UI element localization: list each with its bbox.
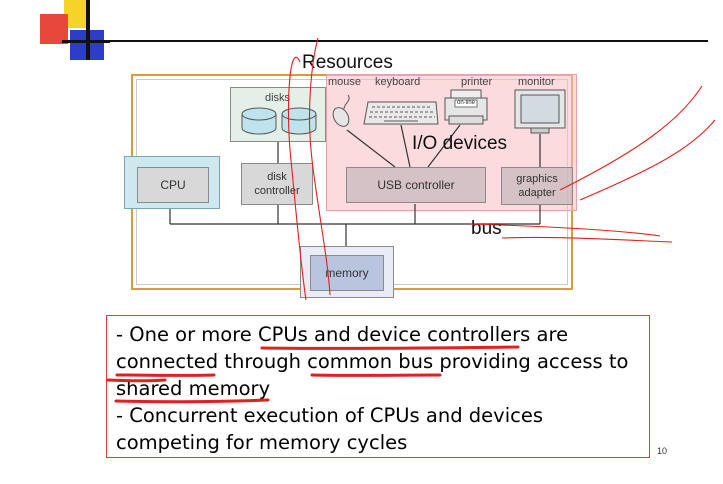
memory-label: memory [325, 266, 369, 280]
bullet1-line2: connected through common bus providing a… [116, 350, 628, 373]
mouse-label: mouse [328, 76, 362, 88]
ink-strokes [287, 37, 716, 301]
disk-controller-label-line2: controller [254, 185, 300, 197]
memory-box: memory [310, 255, 384, 291]
bullet2-line2-text: competing for memory cycles [116, 431, 408, 454]
slide-logo [0, 0, 110, 70]
io-devices-annotation: I/O devices [412, 133, 508, 154]
usb-controller-box: USB controller [346, 167, 486, 203]
keyboard-label: keyboard [375, 76, 421, 88]
disk-controller-box: disk controller [241, 163, 313, 205]
page-number: 10 [657, 446, 668, 456]
cpus-and-device-controllers: CPUs and device controllers [258, 323, 531, 346]
common-bus-phrase: common bus [307, 350, 434, 373]
connected-word: connected [116, 350, 219, 373]
printer-label: printer [461, 76, 493, 88]
bus-annotation: bus [471, 218, 502, 239]
bullet2-line2: competing for memory cycles [116, 431, 407, 454]
usb-controller-label: USB controller [377, 178, 455, 192]
logo-red-square [40, 14, 68, 44]
mouse-icon [332, 94, 350, 127]
disks-label: disks [265, 92, 291, 104]
resources-annotation: Resources [302, 52, 393, 73]
printer-icon [444, 89, 488, 125]
graphics-adapter-label-line2: adapter [518, 187, 556, 199]
disk-icon [241, 107, 317, 135]
bullet2-line1: - Concurrent execution of CPUs and devic… [116, 404, 543, 427]
keyboard-icon [363, 101, 439, 125]
bullet1-line3: shared memory [116, 377, 270, 400]
notes-box [106, 315, 650, 458]
cpu-label: CPU [160, 178, 186, 192]
logo-horizontal-bar [62, 40, 110, 43]
bullet2-line1-text: - Concurrent execution of CPUs and devic… [116, 404, 544, 427]
disk-controller-label-line1: disk [267, 171, 287, 183]
bullet1-line1-part1: - One or more [116, 323, 258, 346]
logo-vertical-bar [86, 0, 90, 60]
graphics-adapter-label-line1: graphics [516, 173, 558, 185]
bullet1-line1: - One or more CPUs and device controller… [116, 323, 568, 346]
graphics-adapter-box: graphics adapter [501, 167, 573, 205]
bullet1-line2-part4: providing access to [433, 350, 629, 373]
title-rule [96, 40, 708, 42]
monitor-label: monitor [518, 76, 555, 88]
shared-memory-phrase: shared memory [116, 377, 271, 400]
cpu-box: CPU [137, 167, 209, 203]
bullet1-line2-part2: through [218, 350, 308, 373]
logo-yellow-square [64, 0, 90, 28]
monitor-icon [514, 89, 566, 134]
system-diagram: disks CPU disk controller USB controller… [124, 37, 716, 301]
printer-panel-label: on-line [457, 100, 476, 106]
bullet1-line1-part3: are [530, 323, 569, 346]
